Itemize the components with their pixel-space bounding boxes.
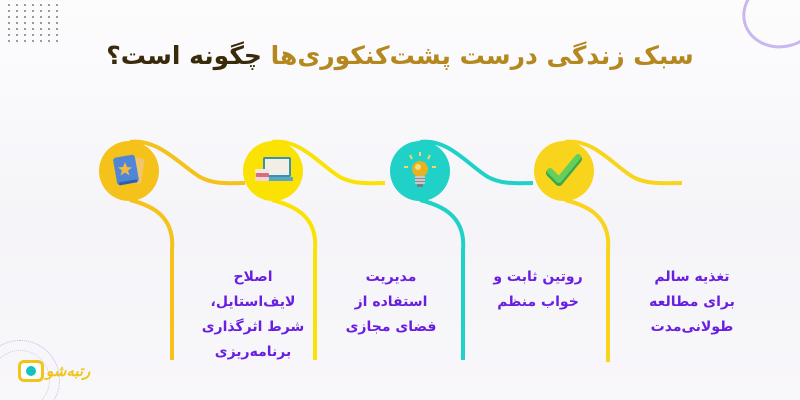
step-node-2: [243, 141, 303, 201]
brand-logo: رتبه‌شو: [18, 360, 90, 382]
step-label-4: تغذیه سالم برای مطالعه طولانی‌مدت: [649, 269, 735, 335]
page-title: سبک زندگی درست پشت‌کنکوری‌ها چگونه است؟: [0, 38, 800, 74]
step-node-4: [534, 141, 594, 201]
pipe-step-4-down: [564, 198, 611, 362]
step-node-1: [99, 141, 159, 201]
step-label-1: اصلاح لایف‌استایل، شرط اثرگذاری برنامه‌ر…: [201, 269, 305, 360]
step-label-3: روتین ثابت و خواب منظم: [493, 269, 583, 310]
decorative-swirl-inner: [0, 350, 50, 400]
logo-mark-icon: [18, 360, 44, 382]
pipe-step-1-down: [129, 198, 175, 360]
pipe-step-4-top: [564, 139, 683, 186]
step-label-2: مدیریت استفاده از فضای مجازی: [345, 269, 437, 335]
step-node-3: [390, 141, 450, 201]
book-star-icon: [109, 151, 149, 191]
lightbulb-icon: [400, 151, 440, 191]
logo-text: رتبه‌شو: [46, 362, 91, 380]
laptop-books-icon: [253, 151, 293, 191]
title-gold-part: سبک زندگی درست پشت‌کنکوری‌ها: [270, 41, 694, 70]
checkmark-icon: [544, 151, 584, 191]
decorative-dot-grid: [8, 4, 60, 42]
title-dark-part: چگونه است؟: [106, 41, 271, 70]
pipe-step-3-top: [419, 139, 534, 186]
pipe-step-2-down: [271, 198, 318, 360]
pipe-step-3-down: [419, 198, 466, 360]
pipe-step-1-top: [129, 139, 246, 186]
pipe-step-2-top: [271, 139, 386, 186]
